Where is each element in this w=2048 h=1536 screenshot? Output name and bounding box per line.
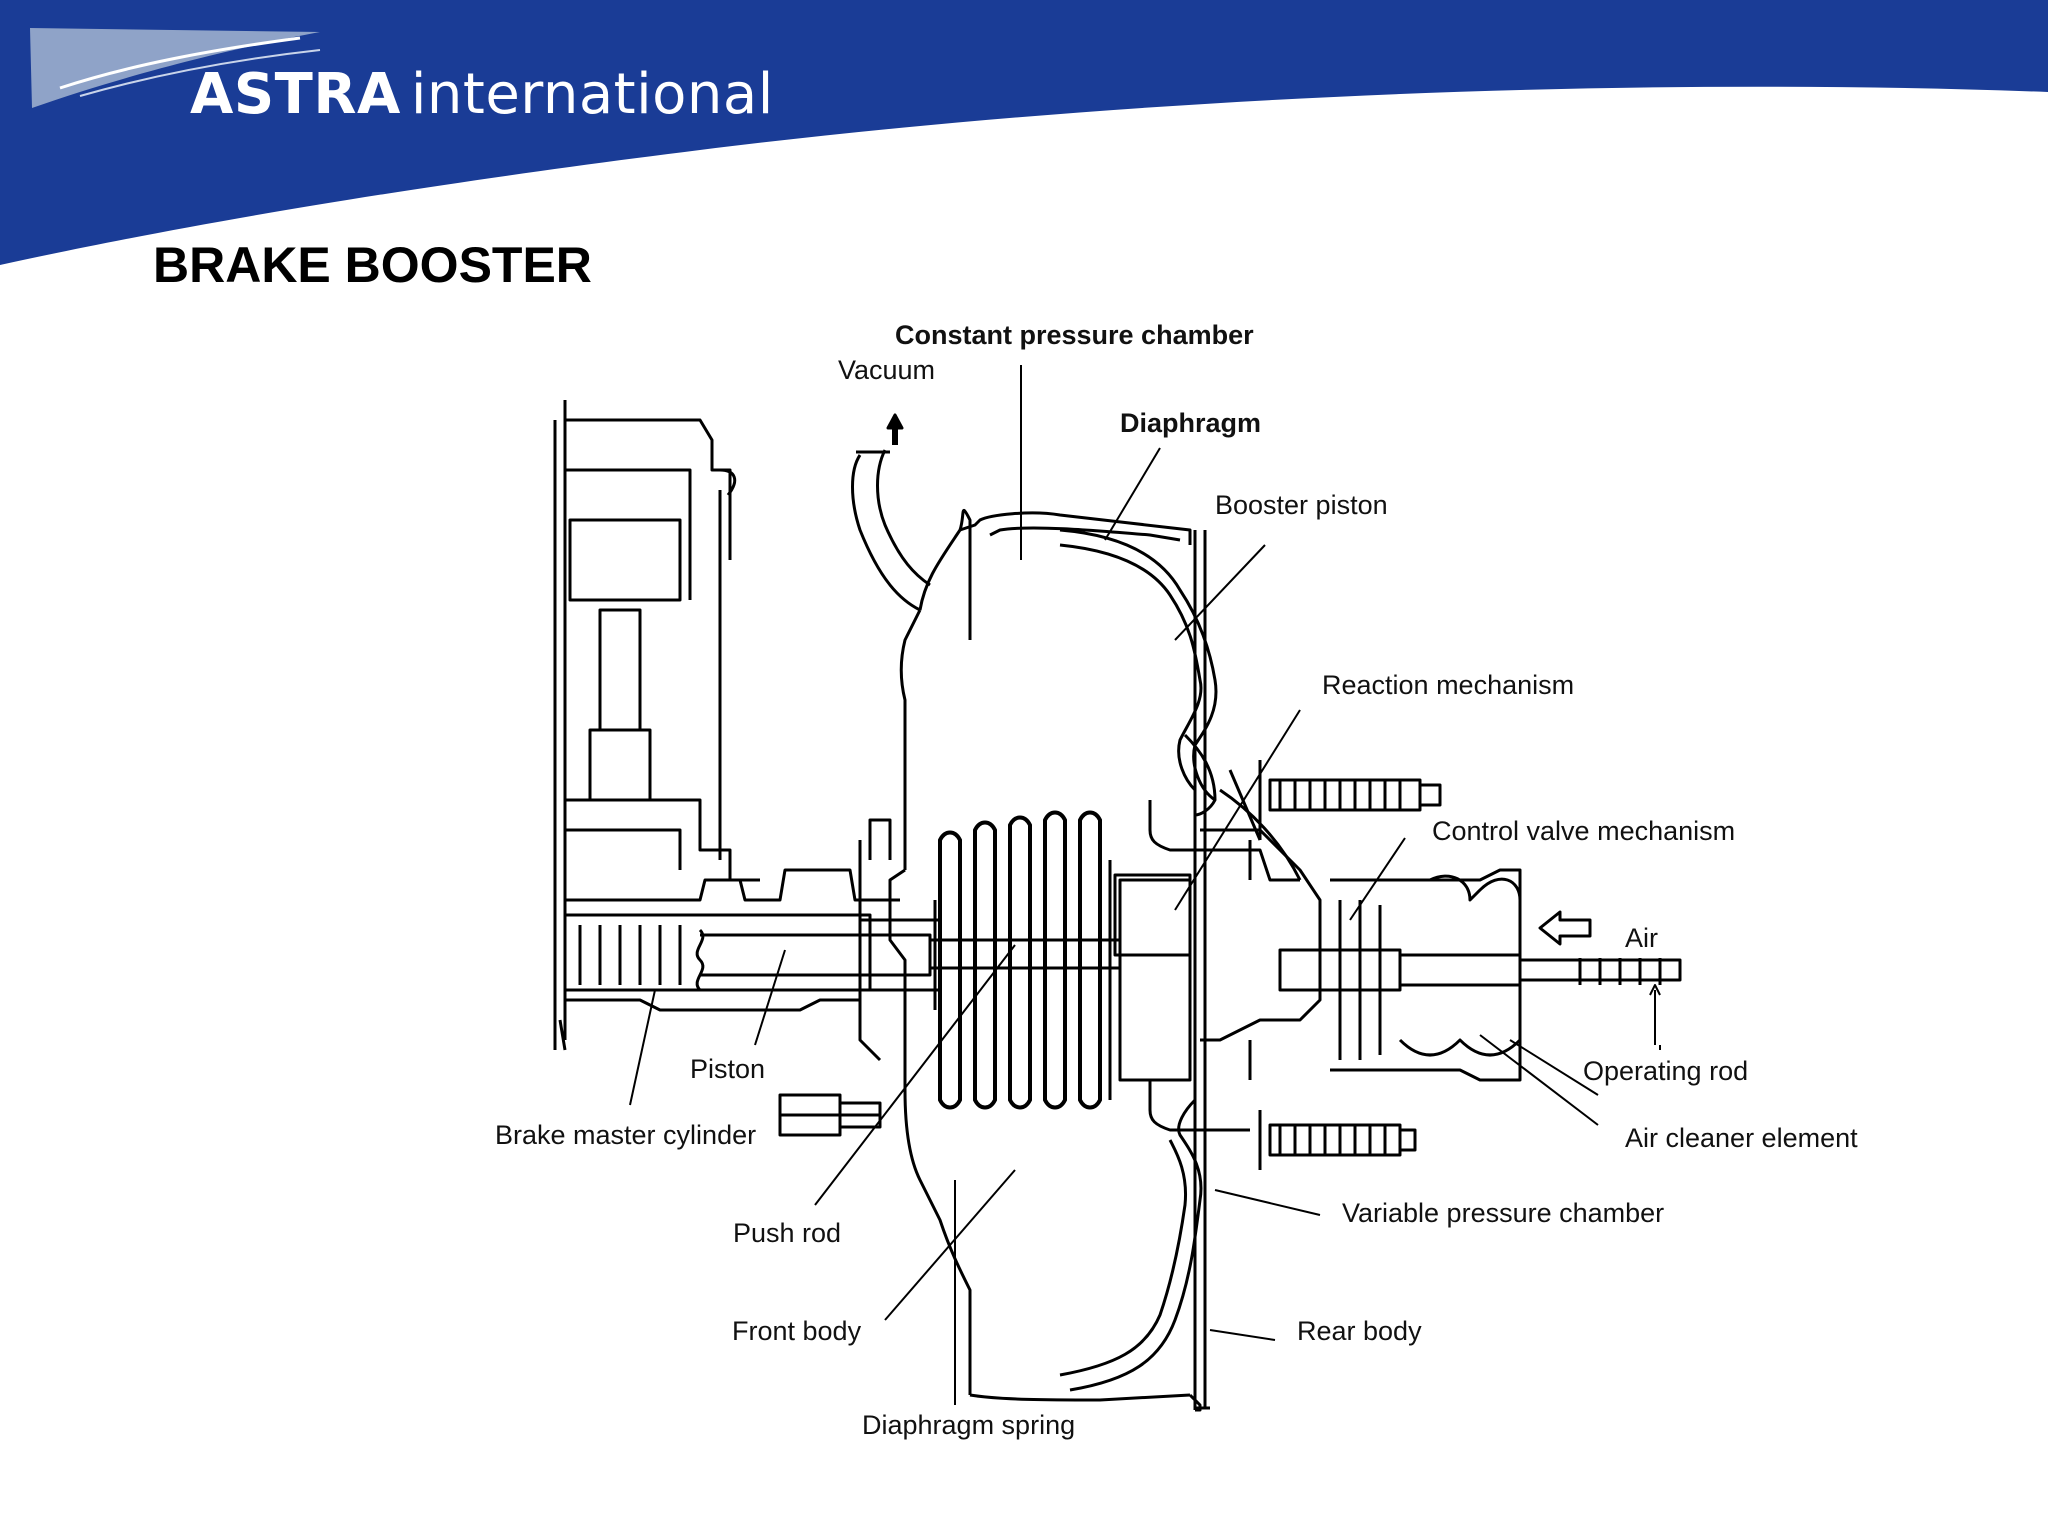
- label-reaction-mechanism: Reaction mechanism: [1322, 670, 1575, 700]
- push-rod-drawing: [700, 900, 1122, 1010]
- diaphragm-drawing: [1059, 528, 1218, 1392]
- label-air: Air: [1625, 923, 1658, 953]
- label-front-body: Front body: [732, 1316, 862, 1346]
- control-valve-drawing: [1200, 828, 1682, 1082]
- label-booster-piston: Booster piston: [1215, 490, 1388, 520]
- logo-swoosh-icon: [30, 28, 320, 108]
- label-rear-body: Rear body: [1297, 1316, 1422, 1346]
- label-control-valve-mechanism: Control valve mechanism: [1432, 816, 1736, 846]
- master-cylinder-drawing: [553, 400, 900, 1137]
- label-piston: Piston: [690, 1054, 766, 1084]
- label-diaphragm: Diaphragm: [1120, 408, 1262, 438]
- label-operating-rod: Operating rod: [1583, 1056, 1749, 1086]
- label-constant-pressure-chamber: Constant pressure chamber: [895, 320, 1254, 350]
- air-arrow-icon: [1538, 910, 1592, 946]
- mounting-studs-drawing: [1258, 760, 1442, 1170]
- label-variable-pressure-chamber: Variable pressure chamber: [1342, 1198, 1665, 1228]
- booster-piston-drawing: [1108, 769, 1302, 1132]
- booster-body-drawing: [888, 508, 1210, 1412]
- label-push-rod: Push rod: [733, 1218, 842, 1248]
- leader-lines: [629, 365, 1661, 1405]
- brand-light-text: international: [410, 62, 774, 127]
- header-banner: [0, 0, 2048, 265]
- diaphragm-spring-drawing: [938, 810, 1102, 1110]
- slide-title: BRAKE BOOSTER: [153, 237, 592, 293]
- vacuum-hose-drawing: [851, 413, 931, 612]
- label-diaphragm-spring: Diaphragm spring: [862, 1410, 1076, 1440]
- label-air-cleaner-element: Air cleaner element: [1625, 1123, 1858, 1153]
- brand-bold-text: ASTRA: [190, 62, 401, 127]
- label-brake-master-cylinder: Brake master cylinder: [495, 1120, 757, 1150]
- label-vacuum: Vacuum: [838, 355, 936, 385]
- header-band: [0, 0, 2048, 265]
